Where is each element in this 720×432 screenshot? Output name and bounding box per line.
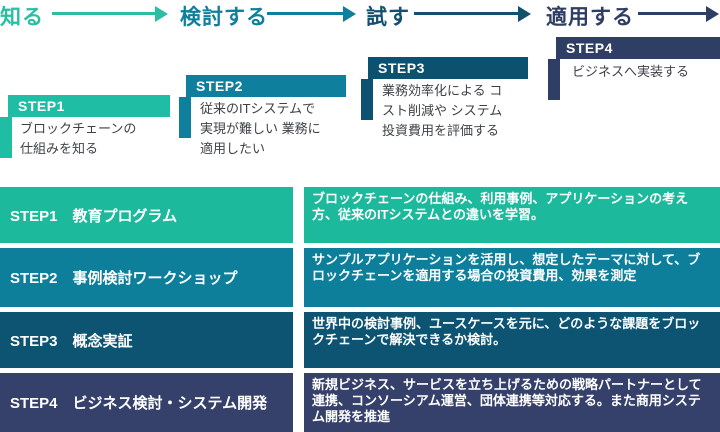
step2-box-text: 従来のITシステムで 実現が難しい 業務に 適用したい [200,99,321,159]
table-row-label: STEP4 ビジネス検討・システム開発 [0,373,293,432]
step2-box-line: 実現が難しい 業務に [200,121,321,136]
step4-box-title: STEP4 [556,37,720,59]
step4-ribbon [548,59,560,100]
table-row-label: STEP2 事例検討ワークショップ [0,248,293,307]
table-row-description: 世界中の検討事例、ユースケースを元に、どのような課題をブロックチェーンで解決でき… [304,312,720,368]
table-row-step4: STEP4 ビジネス検討・システム開発 新規ビジネス、サービスを立ち上げるための… [0,373,720,432]
step1-ribbon [0,117,12,158]
table-row-step2: STEP2 事例検討ワークショップ サンプルアプリケーションを活用し、想定したテ… [0,248,720,307]
step3-box-line: 投資費用を評価する [382,123,500,138]
arrow-right-icon [414,0,531,28]
flow-label-tekiyo: 適用する [546,6,634,29]
table-row-label: STEP3 概念実証 [0,312,293,368]
arrow-right-icon [267,0,356,28]
arrow-head-icon [706,5,719,22]
step2-box-line: 適用したい [200,141,266,156]
step1-box-text: ブロックチェーンの 仕組みを知る [20,119,136,159]
table-row-step3: STEP3 概念実証 世界中の検討事例、ユースケースを元に、どのような課題をブロ… [0,312,720,368]
arrow-right-icon [52,0,168,28]
step4-box-text: ビジネスへ実装する [572,62,689,82]
step1-box-title: STEP1 [8,95,170,117]
step1-box-line: ブロックチェーンの [20,121,137,136]
arrow-right-icon [638,0,719,28]
arrow-line [267,12,343,15]
step3-ribbon [361,79,373,120]
step3-box-title: STEP3 [368,57,528,79]
arrow-head-icon [343,5,356,22]
step1-box-line: 仕組みを知る [20,141,99,156]
arrow-line [638,12,706,15]
arrow-line [414,12,518,15]
arrow-head-icon [518,5,531,22]
flow-label-kento: 検討する [180,6,268,29]
step3-box-line: スト削減や システム [382,103,503,118]
table-row-description: 新規ビジネス、サービスを立ち上げるための戦略パートナーとして連携、コンソーシアム… [304,373,720,432]
step3-box-line: 業務効率化による コ [382,83,503,98]
step3-box-text: 業務効率化による コ スト削減や システム 投資費用を評価する [382,81,502,141]
arrow-head-icon [155,5,168,22]
table-row-label: STEP1 教育プログラム [0,187,293,243]
step2-ribbon [179,97,191,138]
step4-box-line: ビジネスへ実装する [572,64,690,79]
arrow-line [52,12,155,15]
step2-box-title: STEP2 [186,75,346,97]
step2-box-line: 従来のITシステムで [200,101,316,116]
flow-label-tamesu: 試す [366,6,410,29]
table-row-description: サンプルアプリケーションを活用し、想定したテーマに対して、ブロックチェーンを適用… [304,248,720,307]
table-row-description: ブロックチェーンの仕組み、利用事例、アプリケーションの考え方、従来のITシステム… [304,187,720,243]
flow-label-shiru: 知る [0,6,44,29]
table-row-step1: STEP1 教育プログラム ブロックチェーンの仕組み、利用事例、アプリケーション… [0,187,720,243]
